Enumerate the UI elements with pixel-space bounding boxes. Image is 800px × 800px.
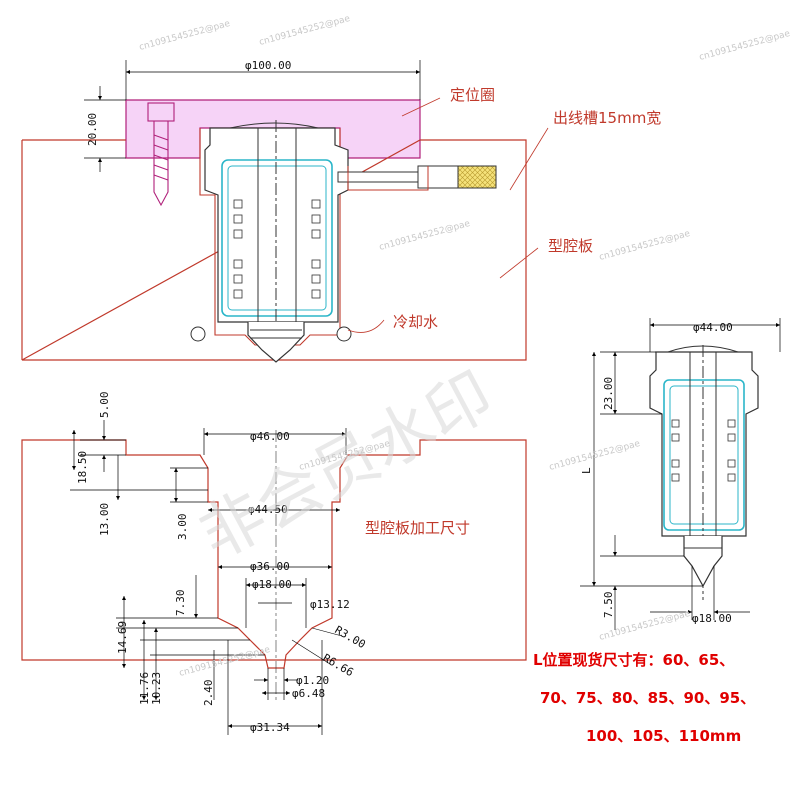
dim-d3134: φ31.34 (250, 721, 290, 734)
cooling-hole-left (190, 326, 206, 342)
wire-outlet (337, 165, 497, 191)
machining-title: 型腔板加工尺寸 (365, 519, 470, 537)
dim-d18: φ18.00 (252, 578, 292, 591)
dim-r300: R3.00 (333, 623, 368, 651)
dim-d36: φ36.00 (250, 560, 290, 573)
heater-coil (221, 159, 333, 317)
callout-cavity-plate: 型腔板 (548, 237, 593, 255)
nozzle-side-view: φ44.00 23.00 L 7.50 φ18.00 (580, 318, 781, 630)
side-heater-coil (663, 379, 745, 531)
callout-wire-slot: 出线槽15mm宽 (553, 109, 661, 127)
dim-d1312: φ13.12 (310, 598, 350, 611)
dim-d120: φ1.20 (296, 674, 329, 687)
dim-d4450: φ44.50 (248, 503, 288, 516)
dim-v1850: 18.50 (76, 451, 89, 484)
note-line-1: L位置现货尺寸有：60、65、 (533, 651, 734, 669)
dim-v1023: 10.23 (150, 672, 163, 705)
dim-ring-height: 20.00 (84, 86, 126, 172)
dim-v240: 2.40 (202, 680, 215, 707)
note-line-2: 70、75、80、85、90、95、 (540, 689, 755, 707)
small-watermark: cn1091545252@pae (258, 14, 352, 48)
dim-v730: 7.30 (174, 590, 187, 617)
callout-cooling-water: 冷却水 (393, 313, 438, 331)
hot-runner-nozzle (204, 120, 349, 363)
stock-length-note: L位置现货尺寸有：60、65、 70、75、80、85、90、95、 100、1… (533, 651, 755, 745)
dim-v500: 5.00 (98, 392, 111, 419)
dim-text-ring-dia: φ100.00 (245, 59, 291, 72)
small-watermark: cn1091545252@pae (138, 19, 232, 53)
dim-ring-diameter: φ100.00 (125, 59, 421, 100)
side-dim-d18: φ18.00 (692, 612, 732, 625)
callout-locating-ring: 定位圈 (450, 86, 495, 104)
dim-d46: φ46.00 (250, 430, 290, 443)
mounting-screw (147, 102, 175, 207)
dim-v1176: 11.76 (138, 672, 151, 705)
side-dim-v750: 7.50 (602, 592, 615, 619)
side-dim-L: L (580, 467, 593, 474)
top-assembly-view: φ100.00 20.00 定位圈 出线槽15mm宽 型腔板 冷却水 (21, 59, 661, 363)
small-watermark: cn1091545252@pae (378, 219, 472, 253)
cavity-plate-outline (21, 139, 527, 361)
small-watermark: cn1091545252@pae (598, 229, 692, 263)
dim-v300: 3.00 (176, 514, 189, 541)
dim-v1469: 14.69 (116, 621, 129, 654)
small-watermark: cn1091545252@pae (548, 439, 642, 473)
dim-d648: φ6.48 (292, 687, 325, 700)
dim-v1300: 13.00 (98, 503, 111, 536)
cooling-hole-right (336, 326, 352, 342)
note-line-3: 100、105、110mm (586, 727, 741, 745)
dim-text-ring-height: 20.00 (86, 113, 99, 146)
cavity-section-outline (21, 439, 527, 669)
side-dim-v2300: 23.00 (602, 377, 615, 410)
cavity-machining-view: 型腔板加工尺寸 φ46.00 φ44.50 φ36.00 φ18.00 φ13.… (21, 392, 527, 735)
side-dim-d44: φ44.00 (693, 321, 733, 334)
large-watermark: 非会员水印 (188, 359, 505, 575)
small-watermark: cn1091545252@pae (178, 645, 272, 679)
small-watermark: cn1091545252@pae (698, 29, 792, 63)
